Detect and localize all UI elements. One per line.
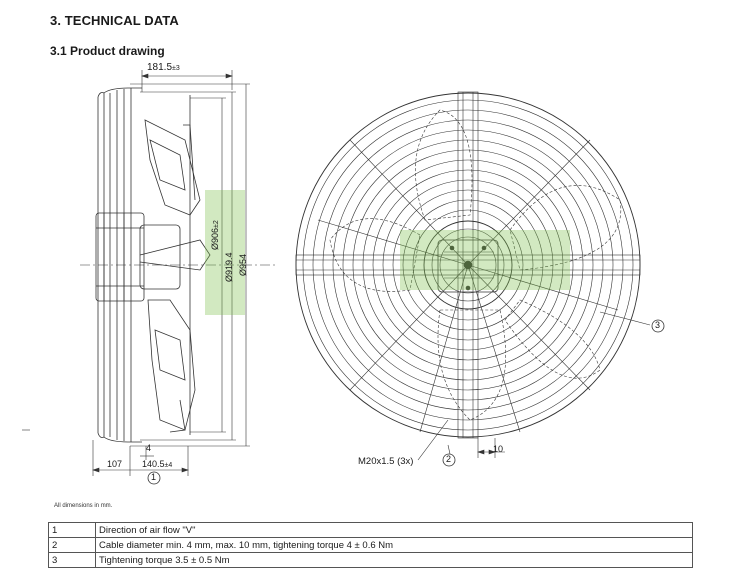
- dim-bottom-left: 107: [107, 459, 123, 469]
- subsection-title: 3.1 Product drawing: [50, 44, 165, 58]
- note-number: 2: [48, 537, 96, 553]
- note-number: 1: [48, 522, 96, 538]
- table-row: 2 Cable diameter min. 4 mm, max. 10 mm, …: [48, 537, 693, 553]
- thread-label: M20x1.5 (3x): [358, 456, 414, 467]
- callout-1: 1: [151, 472, 157, 482]
- callout-2: 2: [446, 454, 452, 464]
- section-title: 3. TECHNICAL DATA: [50, 13, 179, 28]
- note-text: Tightening torque 3.5 ± 0.5 Nm: [95, 552, 693, 568]
- dimensions-note: All dimensions in mm.: [54, 503, 113, 509]
- dia-inner: Ø906±2: [210, 220, 220, 250]
- note-text: Cable diameter min. 4 mm, max. 10 mm, ti…: [95, 537, 693, 553]
- note-number: 3: [48, 552, 96, 568]
- notes-table: 1 Direction of air flow "V" 2 Cable diam…: [48, 522, 693, 568]
- callout-3: 3: [655, 320, 661, 330]
- dim-top: 181.5±3: [147, 62, 180, 73]
- watermark: [205, 190, 570, 315]
- callouts: [147, 319, 665, 485]
- dim-bottom-small: 4: [146, 443, 152, 453]
- front-view: [295, 91, 651, 461]
- dim-bottom-right: 140.5±4: [142, 459, 173, 469]
- dia-outer: Ø954: [238, 253, 248, 276]
- dim-10: 10: [493, 444, 504, 454]
- table-row: 1 Direction of air flow "V": [48, 522, 693, 538]
- table-row: 3 Tightening torque 3.5 ± 0.5 Nm: [48, 552, 693, 568]
- dia-mid: Ø919.4: [224, 252, 234, 282]
- product-drawing: [22, 70, 665, 485]
- note-text: Direction of air flow "V": [95, 522, 693, 538]
- side-view: [22, 70, 275, 476]
